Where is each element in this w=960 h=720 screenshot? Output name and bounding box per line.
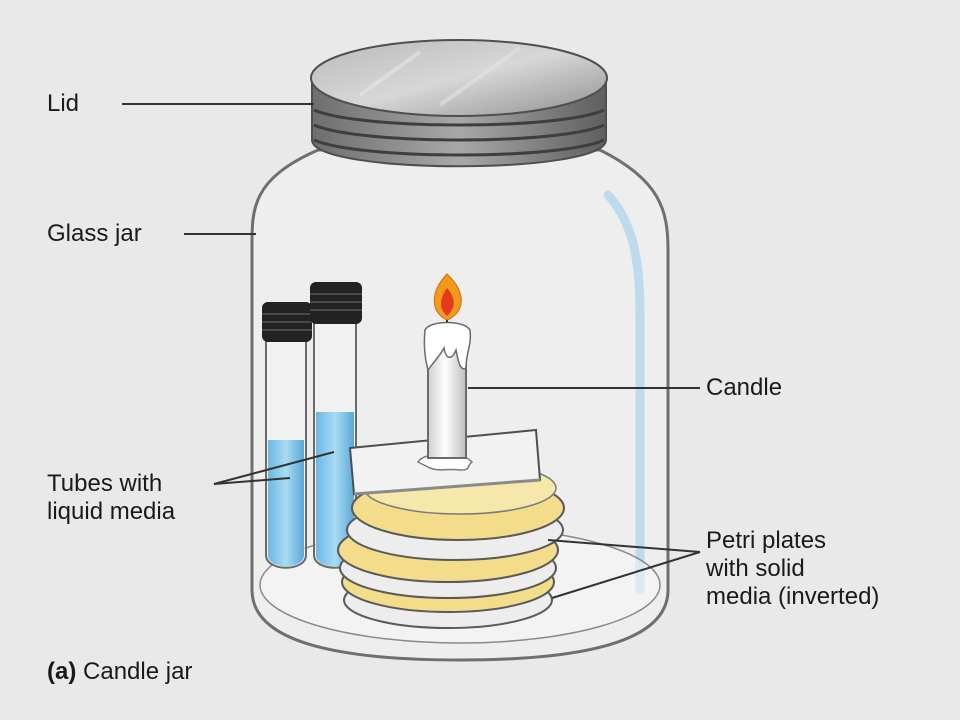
label-lid: Lid (47, 90, 80, 117)
label-tubes: Tubes with liquid media (47, 470, 247, 526)
label-tubes-line2: liquid media (47, 498, 176, 525)
label-petri-line3: media (inverted) (706, 583, 880, 610)
caption-text: Candle jar (83, 658, 193, 685)
petri-plates (337, 461, 565, 629)
leader-lines (122, 103, 701, 599)
label-candle: Candle (706, 374, 783, 401)
label-petri-line2: with solid (706, 555, 805, 582)
lid (310, 39, 608, 168)
figure-caption: (a) Candle jar (47, 658, 192, 686)
label-petri-line1: Petri plates (706, 527, 827, 554)
caption-letter: (a) (47, 658, 77, 685)
label-glass-jar: Glass jar (47, 220, 142, 247)
test-tube-left (262, 302, 312, 569)
test-tube-right (310, 282, 362, 569)
candle (416, 273, 474, 471)
label-petri-plates: Petri plates with solid media (inverted) (706, 527, 956, 611)
label-tubes-line1: Tubes with (47, 470, 163, 497)
